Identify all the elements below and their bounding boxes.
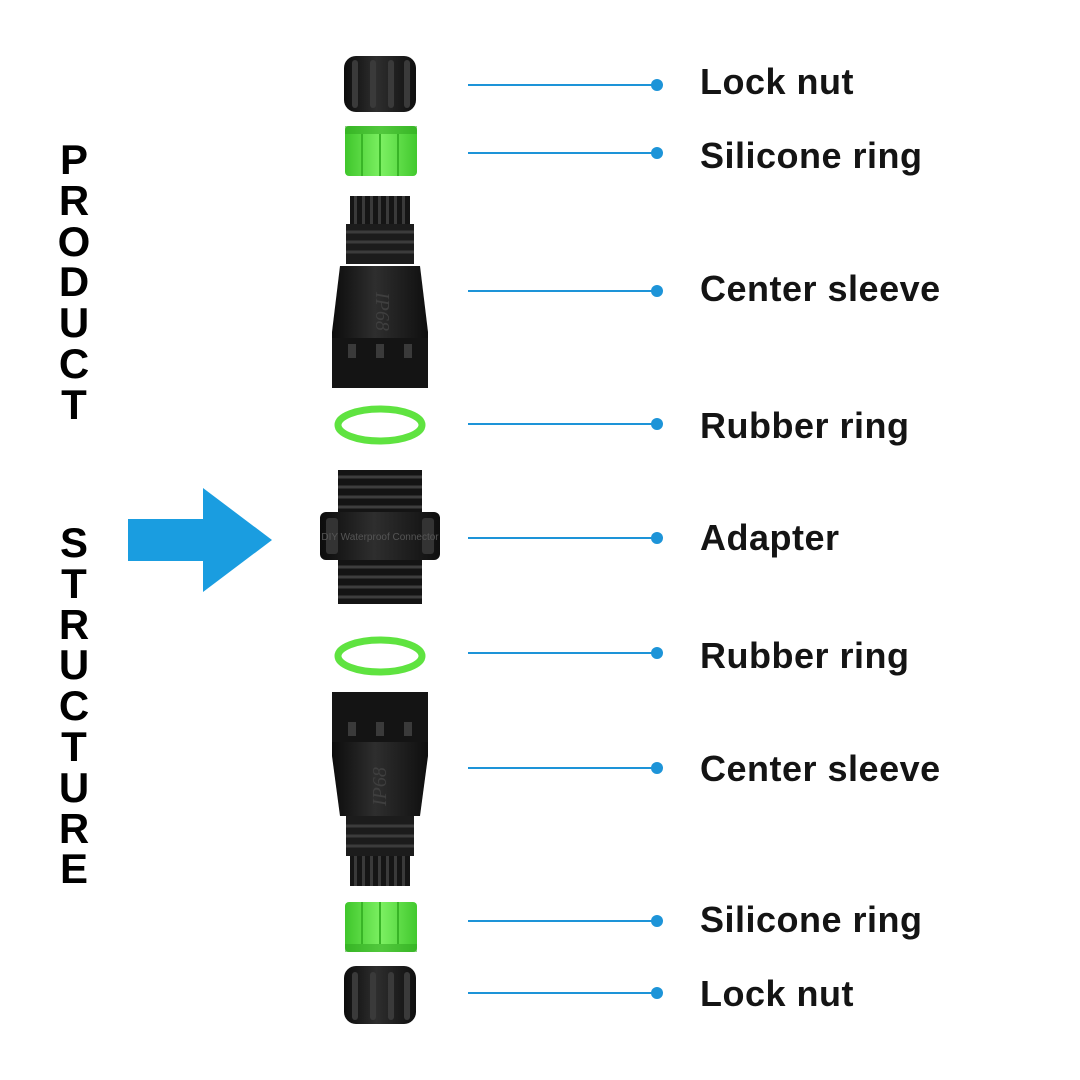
exploded-connector-view: IP68 DIY Waterproof Connector (320, 56, 440, 1024)
leader-line (468, 992, 658, 994)
title-letter: D (58, 258, 90, 306)
pointer-arrow-icon (128, 488, 272, 592)
title-letter: U (58, 641, 90, 689)
title-letter: T (61, 559, 87, 607)
rubber-ring-bottom (334, 636, 426, 676)
title-letter: O (57, 217, 91, 265)
part-label: Rubber ring (700, 635, 910, 676)
part-label: Center sleeve (700, 748, 941, 789)
title-letter: C (58, 682, 90, 730)
leader-dot (651, 532, 663, 544)
leader-dot (651, 285, 663, 297)
adapter-marking: DIY Waterproof Connector (321, 532, 439, 543)
leader-line (468, 290, 658, 292)
lock-nut-top (344, 56, 416, 112)
leader-line (468, 423, 658, 425)
title-letter: T (61, 380, 87, 428)
leader-dot (651, 915, 663, 927)
title-letter: R (58, 804, 90, 852)
part-label: Lock nut (700, 973, 854, 1014)
leader-dot (651, 987, 663, 999)
leader-line (468, 652, 658, 654)
silicone-ring-bottom (345, 902, 417, 952)
part-label: Rubber ring (700, 405, 910, 446)
lock-nut-bottom (344, 966, 416, 1024)
leader-line (468, 537, 658, 539)
title-letter: U (58, 763, 90, 811)
leader-line (468, 920, 658, 922)
title-letter: R (58, 600, 90, 648)
ip68-marking-top: IP68 (371, 291, 393, 331)
title-letter: R (58, 176, 90, 224)
leader-line (468, 84, 658, 86)
part-label: Silicone ring (700, 135, 923, 176)
leader-line (468, 152, 658, 154)
leader-line (468, 767, 658, 769)
title-letter: P (59, 136, 88, 183)
leader-dot (651, 647, 663, 659)
center-sleeve-top: IP68 (332, 196, 428, 388)
leader-dot (651, 147, 663, 159)
center-sleeve-bottom: IP68 (332, 692, 428, 886)
ip68-marking-bottom: IP68 (369, 767, 391, 807)
title-letter: C (58, 339, 90, 387)
leader-dot (651, 79, 663, 91)
part-label: Center sleeve (700, 268, 941, 309)
adapter: DIY Waterproof Connector (320, 470, 440, 604)
part-label: Lock nut (700, 61, 854, 102)
title-letter: U (58, 299, 90, 347)
title-letter: S (59, 519, 88, 566)
silicone-ring-top (345, 126, 417, 176)
part-label: Adapter (700, 517, 840, 558)
leader-dot (651, 418, 663, 430)
leader-dot (651, 762, 663, 774)
part-label: Silicone ring (700, 899, 923, 940)
title-letter: E (59, 845, 88, 893)
rubber-ring-top (334, 405, 426, 445)
title-letter: T (61, 722, 87, 770)
